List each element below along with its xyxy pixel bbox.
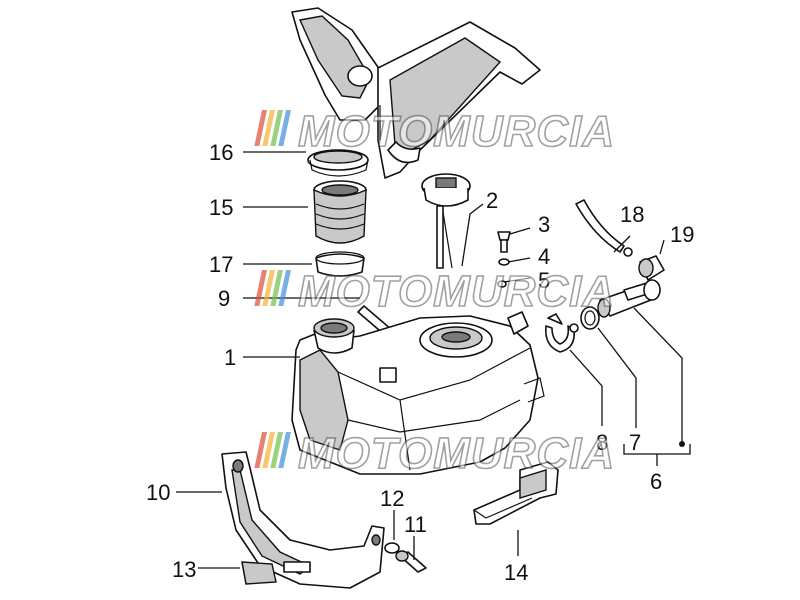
callout-4: 4 bbox=[538, 244, 550, 269]
callout-9: 9 bbox=[218, 286, 230, 311]
callout-3: 3 bbox=[538, 212, 550, 237]
frame-shield-part bbox=[291, 7, 541, 179]
watermark-stripes-icon bbox=[254, 110, 291, 146]
callout-10: 10 bbox=[146, 480, 170, 505]
callout-18: 18 bbox=[620, 202, 644, 227]
callout-14: 14 bbox=[504, 560, 528, 585]
fuel-gauge-part bbox=[421, 173, 471, 269]
screw-part bbox=[497, 231, 511, 288]
callout-6: 6 bbox=[650, 469, 662, 494]
callout-12: 12 bbox=[380, 486, 404, 511]
callout-5: 5 bbox=[538, 268, 550, 293]
watermark-text: MOTOMURCIA bbox=[298, 429, 615, 478]
band-clamp-part bbox=[315, 251, 365, 277]
callout-7: 7 bbox=[629, 430, 641, 455]
watermark-stripes-icon bbox=[254, 270, 291, 306]
rubber-pad-part bbox=[241, 561, 277, 585]
clamp-ring-part bbox=[307, 149, 369, 177]
callout-labels: 16 15 17 9 1 2 3 4 5 18 19 8 7 6 10 12 1… bbox=[146, 140, 694, 585]
bolt-part bbox=[384, 542, 427, 573]
callout-16: 16 bbox=[209, 140, 233, 165]
watermark-bottom: MOTOMURCIA bbox=[254, 428, 615, 479]
watermark-stripes-icon bbox=[254, 432, 291, 468]
watermark-text: MOTOMURCIA bbox=[298, 267, 615, 316]
callout-19: 19 bbox=[670, 222, 694, 247]
callout-1: 1 bbox=[224, 345, 236, 370]
callout-11: 11 bbox=[404, 512, 427, 537]
vent-hose-part bbox=[575, 199, 665, 281]
callout-2: 2 bbox=[486, 188, 498, 213]
watermark-text: MOTOMURCIA bbox=[298, 107, 615, 156]
watermark-middle: MOTOMURCIA bbox=[254, 266, 615, 317]
filler-neck-rubber-part bbox=[313, 180, 367, 244]
fuel-cock-part bbox=[544, 279, 661, 353]
callout-13: 13 bbox=[172, 557, 196, 582]
tank-support-bracket-part bbox=[221, 451, 385, 589]
callout-17: 17 bbox=[209, 252, 233, 277]
heat-shield-plate-part bbox=[473, 461, 559, 525]
watermark-top: MOTOMURCIA bbox=[254, 106, 615, 157]
fuel-tank-part bbox=[291, 311, 545, 475]
callout-8: 8 bbox=[596, 430, 608, 455]
leader-lines bbox=[176, 151, 691, 569]
callout-15: 15 bbox=[209, 195, 233, 220]
